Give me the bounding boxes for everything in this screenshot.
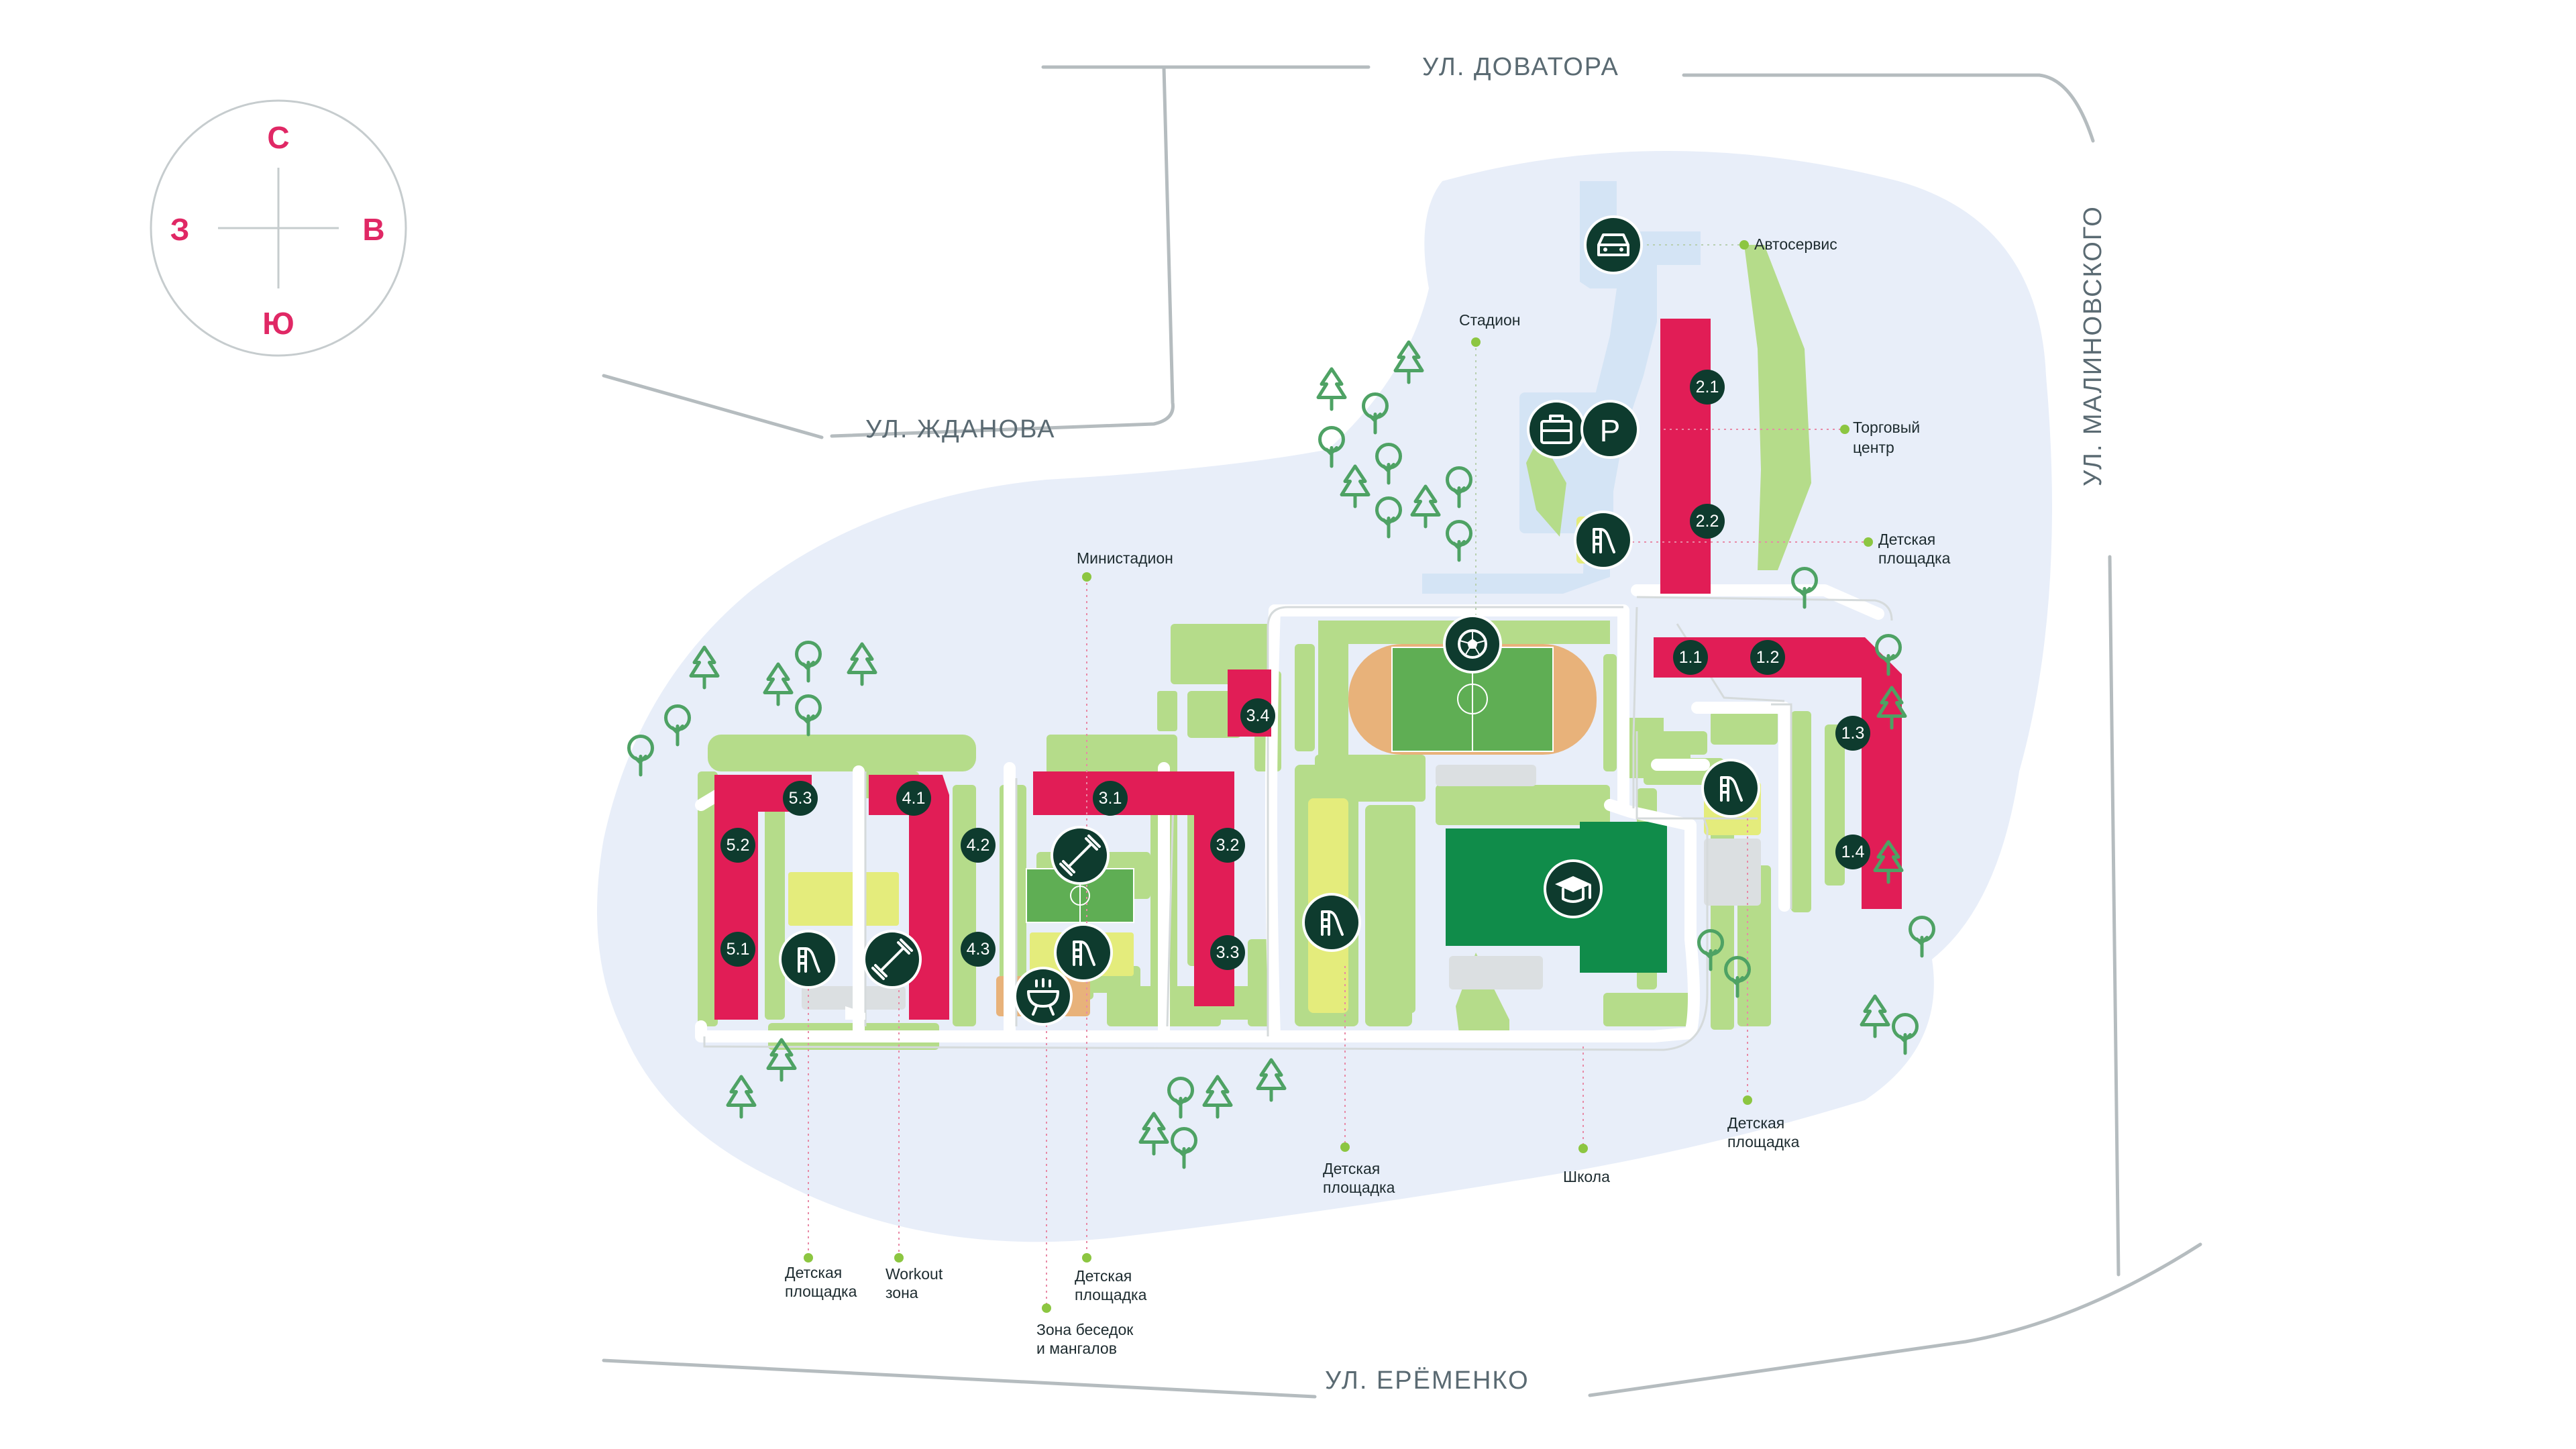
street-dovatora: УЛ. ДОВАТОРА — [1422, 53, 1619, 81]
label-playground-w-1: Детская — [785, 1264, 842, 1281]
compass-east: В — [362, 212, 384, 247]
svg-text:5.2: 5.2 — [727, 836, 750, 855]
dumbbell-icon[interactable] — [1051, 826, 1110, 885]
playground-slide-icon[interactable] — [1574, 511, 1633, 570]
svg-text:2.2: 2.2 — [1696, 512, 1719, 531]
svg-text:1.3: 1.3 — [1841, 724, 1865, 743]
label-playground-c-1: Детская — [1323, 1160, 1380, 1177]
label-playground-ne-2: площадка — [1878, 549, 1951, 567]
label-mall-2: центр — [1853, 439, 1894, 456]
soccer-ball-icon[interactable] — [1443, 614, 1502, 674]
label-autoservice: Автосервис — [1754, 235, 1837, 253]
label-playground-w-2: площадка — [785, 1283, 857, 1300]
building-3 — [1033, 771, 1234, 1006]
badge-5-2: 5.2 — [720, 828, 755, 863]
badge-3-3: 3.3 — [1210, 935, 1245, 970]
car-icon[interactable] — [1584, 215, 1643, 274]
parking-icon[interactable]: P — [1580, 400, 1640, 459]
label-stadium: Стадион — [1459, 311, 1520, 329]
svg-text:2.1: 2.1 — [1696, 378, 1719, 396]
badge-4-1: 4.1 — [896, 781, 931, 816]
road-outline — [703, 596, 1893, 1051]
svg-text:3.3: 3.3 — [1216, 943, 1240, 962]
building-1-3-1-4 — [1821, 637, 1902, 909]
badge-1-1: 1.1 — [1673, 640, 1708, 675]
building-4 — [869, 775, 949, 1020]
label-school: Школа — [1563, 1168, 1610, 1185]
svg-text:1.1: 1.1 — [1679, 648, 1703, 667]
label-workout-1: Workout — [885, 1265, 943, 1283]
badge-1-2: 1.2 — [1750, 640, 1785, 675]
building-badges: 1.1 1.2 1.3 1.4 2.1 2.2 3.1 3.2 3.3 3.4 … — [720, 370, 1870, 970]
badge-1-4: 1.4 — [1835, 835, 1870, 869]
playground-slide-icon[interactable] — [1054, 923, 1113, 982]
graduation-cap-icon[interactable] — [1544, 859, 1603, 918]
label-mall-1: Торговый — [1853, 419, 1920, 436]
badge-4-3: 4.3 — [961, 932, 996, 967]
svg-text:3.4: 3.4 — [1246, 706, 1270, 725]
briefcase-icon[interactable] — [1527, 400, 1586, 459]
badge-2-2: 2.2 — [1690, 504, 1725, 539]
street-names: УЛ. ДОВАТОРА УЛ. ЖДАНОВА УЛ. МАЛИНОВСКОГ… — [865, 53, 2107, 1395]
svg-text:5.1: 5.1 — [727, 940, 750, 959]
poi-icons: P — [779, 215, 1760, 1026]
label-playground-m-1: Детская — [1075, 1267, 1132, 1285]
badge-2-1: 2.1 — [1690, 370, 1725, 405]
label-playground-c-2: площадка — [1323, 1179, 1395, 1196]
playground-slide-icon[interactable] — [1701, 759, 1760, 818]
compass-south: Ю — [262, 306, 294, 341]
badge-4-2: 4.2 — [961, 828, 996, 863]
leader-lines — [808, 244, 1865, 1305]
badge-3-1: 3.1 — [1093, 781, 1128, 816]
building-2 — [1660, 319, 1711, 594]
leader-dots — [804, 240, 1873, 1313]
badge-1-3: 1.3 — [1835, 716, 1870, 751]
label-playground-ne-1: Детская — [1878, 531, 1935, 548]
svg-text:3.2: 3.2 — [1216, 836, 1240, 855]
label-playground-m-2: площадка — [1075, 1286, 1147, 1303]
svg-text:3.1: 3.1 — [1099, 789, 1122, 808]
playground-slide-icon[interactable] — [779, 930, 838, 989]
svg-text:4.3: 4.3 — [967, 940, 990, 959]
label-workout-2: зона — [885, 1284, 918, 1301]
badge-5-1: 5.1 — [720, 932, 755, 967]
tree-icon — [1318, 369, 1345, 409]
street-lines — [602, 65, 2202, 1399]
label-bbq-1: Зона беседок — [1036, 1321, 1134, 1338]
playground-slide-icon[interactable] — [1302, 893, 1361, 952]
compass: С З В Ю — [150, 99, 407, 357]
street-zhdanova: УЛ. ЖДАНОВА — [865, 415, 1056, 443]
street-eremenko: УЛ. ЕРЁМЕНКО — [1325, 1366, 1529, 1395]
label-playground-e-2: площадка — [1727, 1133, 1800, 1150]
label-ministadium: Министадион — [1077, 549, 1173, 567]
dumbbell-icon[interactable] — [863, 930, 922, 989]
svg-text:5.3: 5.3 — [789, 789, 812, 808]
badge-5-3: 5.3 — [783, 781, 818, 816]
map-labels: Автосервис Стадион Торговый центр Детска… — [785, 235, 1951, 1357]
badge-3-2: 3.2 — [1210, 828, 1245, 863]
compass-west: З — [170, 212, 190, 247]
svg-text:4.1: 4.1 — [902, 789, 926, 808]
svg-text:P: P — [1600, 413, 1621, 448]
badge-3-4: 3.4 — [1240, 698, 1275, 733]
svg-text:1.4: 1.4 — [1841, 843, 1865, 861]
compass-north: С — [267, 120, 289, 155]
label-playground-e-1: Детская — [1727, 1114, 1784, 1132]
bbq-grill-icon[interactable] — [1014, 967, 1073, 1026]
svg-text:4.2: 4.2 — [967, 836, 990, 855]
svg-text:1.2: 1.2 — [1756, 648, 1780, 667]
street-malinovskogo: УЛ. МАЛИНОВСКОГО — [2079, 205, 2107, 486]
label-bbq-2: и мангалов — [1036, 1340, 1117, 1357]
